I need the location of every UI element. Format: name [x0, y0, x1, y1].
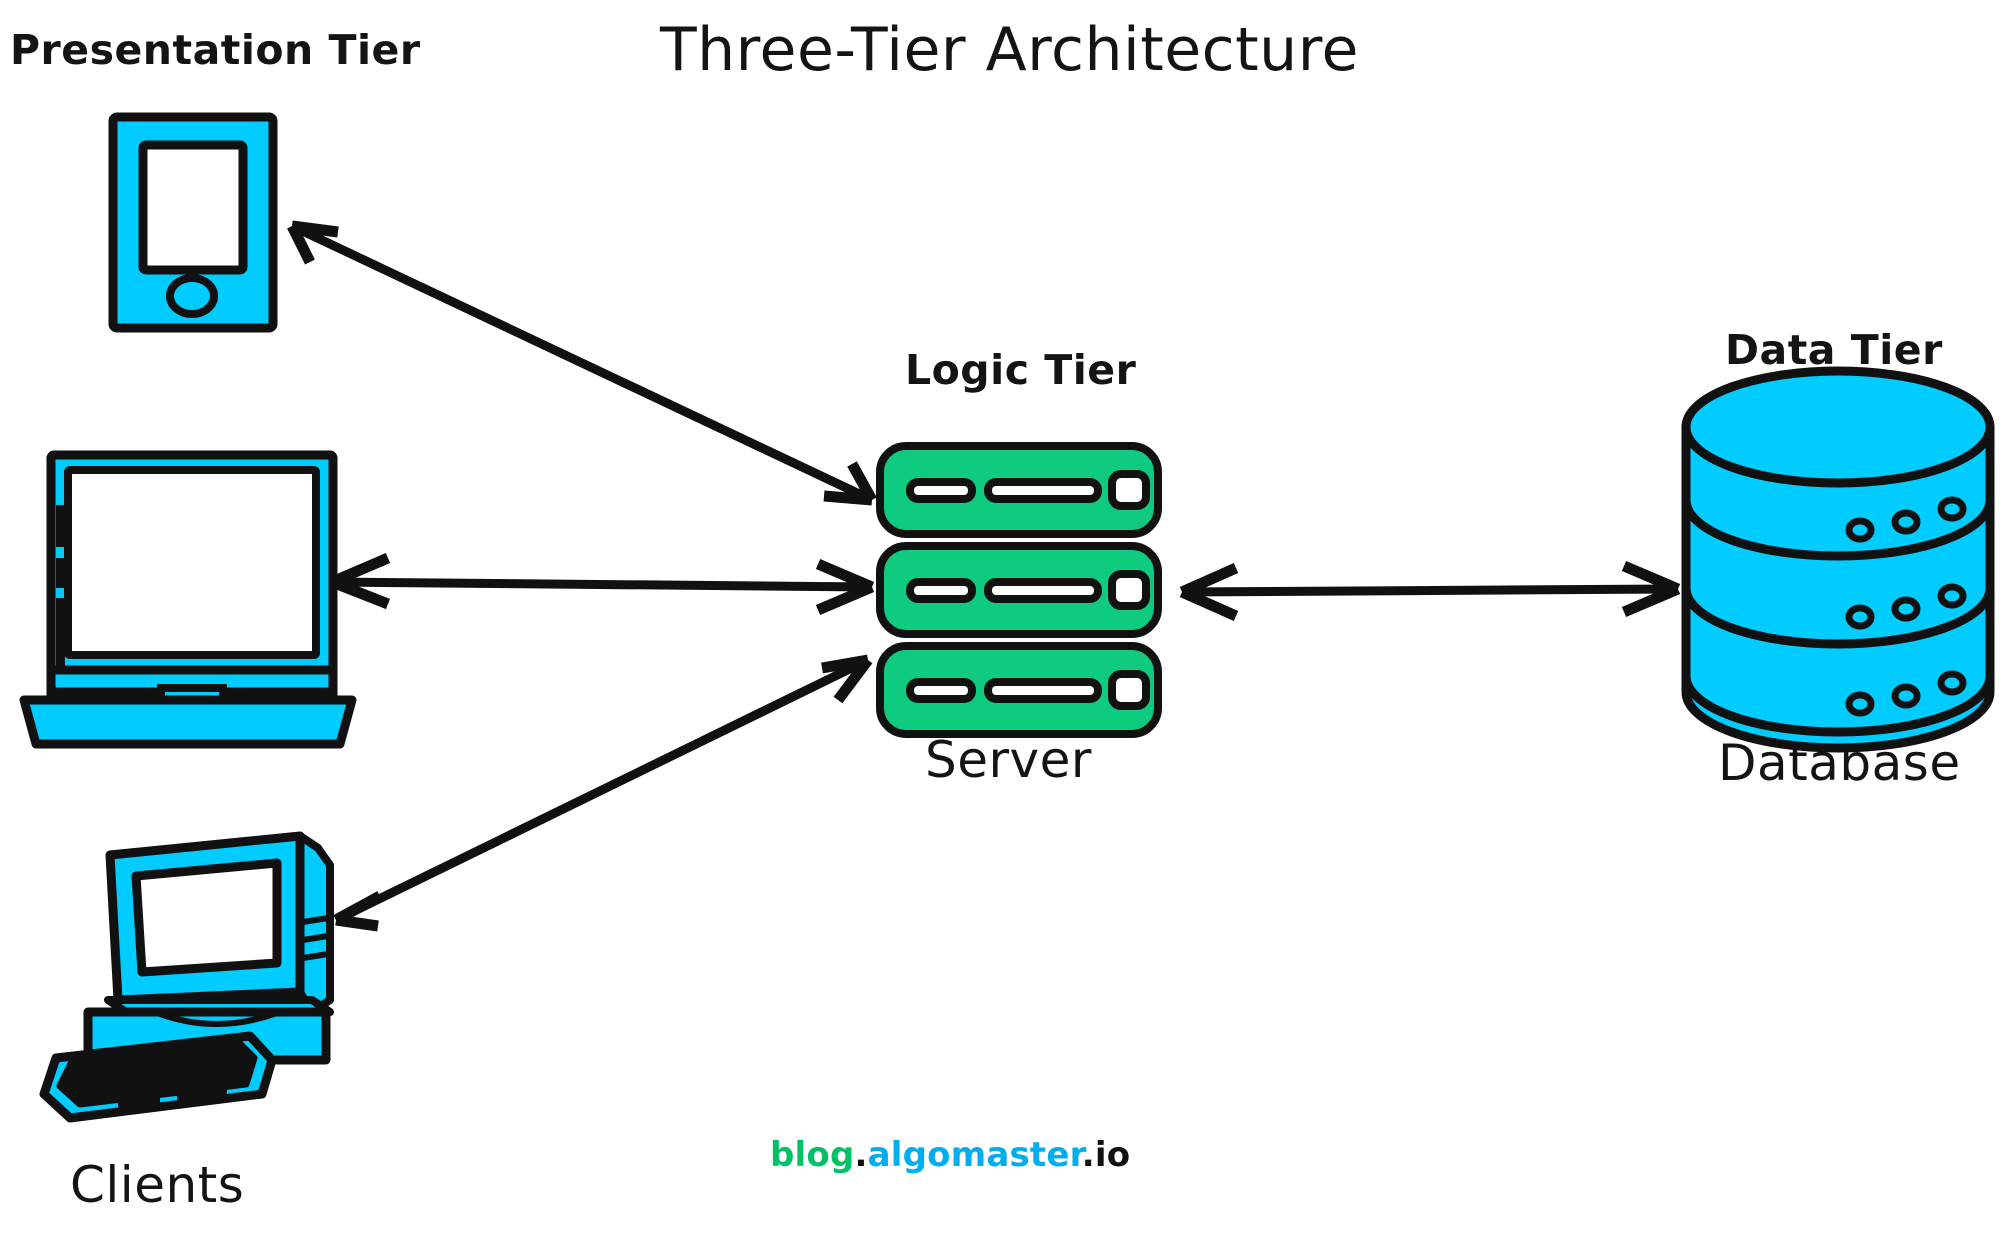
connector-phone-server [287, 220, 877, 506]
server-label: Server [925, 731, 1092, 789]
data-tier-label: Data Tier [1725, 326, 1943, 374]
watermark-dot: . [854, 1135, 868, 1175]
mobile-phone-icon [108, 112, 278, 333]
desktop-computer-icon [39, 831, 334, 1123]
connector-desktop-server [333, 654, 873, 932]
presentation-tier-label: Presentation Tier [10, 26, 421, 74]
watermark-io: .io [1081, 1135, 1131, 1175]
page-title: Three-Tier Architecture [660, 15, 1359, 85]
logic-tier-label: Logic Tier [905, 346, 1137, 394]
server-stack-icon [880, 446, 1158, 734]
watermark-blog: blog [770, 1135, 855, 1175]
connector-server-database [1179, 560, 1681, 622]
laptop-icon [19, 450, 357, 749]
database-cylinder-icon [1681, 366, 1995, 753]
watermark: blog.algomaster.io [770, 1135, 1130, 1175]
watermark-algomaster: algomaster [867, 1135, 1082, 1175]
connector-laptop-server [329, 552, 875, 616]
clients-label: Clients [70, 1156, 245, 1214]
